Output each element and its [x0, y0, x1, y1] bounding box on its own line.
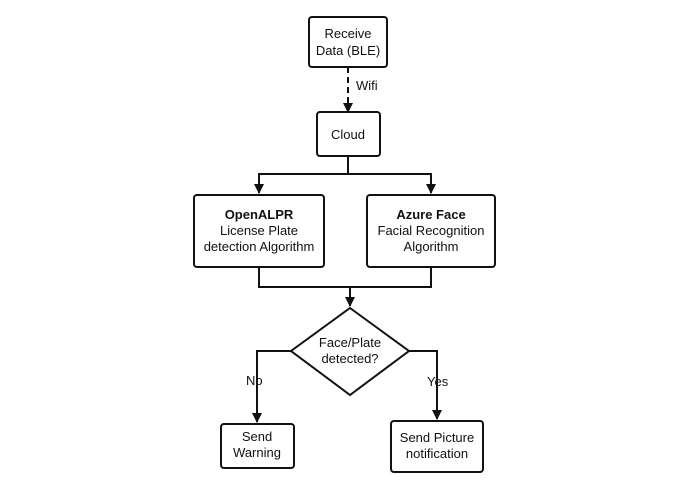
node-azure-title: Azure Face: [396, 207, 465, 222]
node-receive-line1: Receive: [325, 26, 372, 41]
edge-cloud-to-openalpr: [254, 156, 349, 194]
node-send-picture-notification: Send Picture notification: [390, 420, 484, 473]
edge-openalpr-to-decision: [258, 267, 432, 288]
node-openalpr-title: OpenALPR: [225, 207, 294, 222]
node-decision-line1: Face/Plate: [319, 335, 381, 350]
edge-label-yes: Yes: [427, 374, 449, 389]
node-notify-line1: Send Picture: [400, 430, 474, 445]
edge-decision-no: [252, 350, 291, 423]
node-receive-line2: Data (BLE): [316, 43, 380, 58]
node-decision: Face/Plate detected?: [289, 306, 411, 397]
node-openalpr-line2: License Plate: [220, 223, 298, 238]
node-openalpr: OpenALPR License Plate detection Algorit…: [193, 194, 325, 268]
edge-cloud-to-azure: [348, 173, 436, 194]
edge-label-wifi: Wifi: [356, 78, 378, 93]
node-azure-line3: Algorithm: [404, 239, 459, 254]
node-cloud: Cloud: [316, 111, 381, 157]
node-openalpr-line3: detection Algorithm: [204, 239, 315, 254]
node-warning-line2: Warning: [233, 445, 281, 460]
node-warning-line1: Send: [242, 429, 272, 444]
edge-decision-yes: [409, 350, 442, 420]
node-notify-line2: notification: [406, 446, 468, 461]
node-azure-face: Azure Face Facial Recognition Algorithm: [366, 194, 496, 268]
node-send-warning: Send Warning: [220, 423, 295, 469]
node-azure-line2: Facial Recognition: [378, 223, 485, 238]
edge-label-no: No: [246, 373, 263, 388]
node-decision-line2: detected?: [321, 351, 378, 366]
node-cloud-label: Cloud: [331, 127, 365, 142]
node-receive-data: Receive Data (BLE): [308, 16, 388, 68]
